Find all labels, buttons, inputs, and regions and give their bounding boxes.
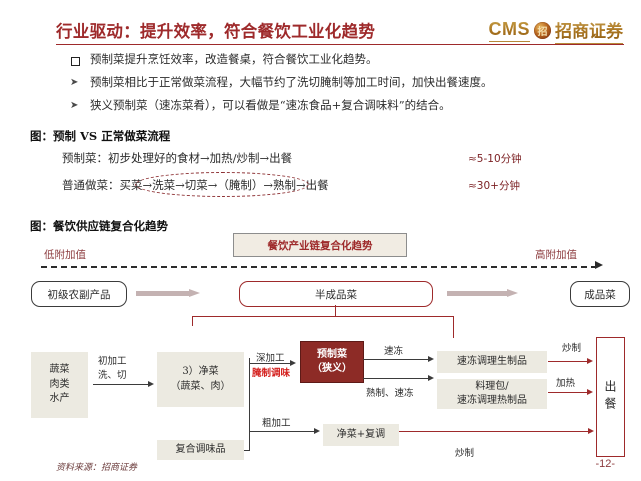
node-prepared-dish: 预制菜 （狭义） [300, 341, 364, 383]
node-frozen-raw-product: 速冻调理生制品 [437, 351, 547, 373]
edge-arrow-heat-shaft [548, 391, 587, 393]
node-clean-vegetables: 3）净菜 （蔬菜、肉） [157, 352, 244, 407]
figure2-caption: 图：餐饮供应链复合化趋势 [30, 219, 168, 233]
edge-arrow-heat-head-icon [587, 389, 593, 395]
chain-arrow-1-head-icon [189, 289, 200, 297]
axis-dashed-line [41, 266, 597, 268]
edge-label-cook-freeze: 熟制、速冻 [366, 388, 414, 399]
node-clean-line-1: 3）净菜 [182, 366, 219, 377]
node-clean-line-2: （蔬菜、肉） [170, 380, 231, 392]
edge-label-heat: 加热 [556, 378, 576, 389]
logo-cms-text: CMS [488, 19, 530, 42]
node-raw-line-2: 肉类 [49, 378, 70, 390]
edge-arrow-freeze-head-icon [428, 356, 434, 362]
edge-label-primary-2: 洗、切 [98, 370, 127, 381]
edge-arrow-deep-shaft [249, 362, 290, 364]
node-raw-line-1: 蔬菜 [49, 364, 70, 376]
node-raw-line-3: 水产 [49, 393, 70, 405]
edge-arrow-cookfreeze-head-icon [428, 375, 434, 381]
edge-arrow-stirfry1-shaft [548, 360, 587, 362]
logo-seal-icon: 招 [534, 22, 551, 39]
edge-arrow-stirfry2-head-icon [588, 428, 594, 434]
edge-arrow-stirfry2-shaft [399, 430, 588, 432]
figure1-highlight-ellipse [135, 172, 309, 197]
edge-arrow-rough-head-icon [314, 428, 320, 434]
figure1-row-2-time: ≈30+分钟 [468, 180, 520, 192]
page-title: 行业驱动：提升效率，符合餐饮工业化趋势 [56, 22, 376, 41]
node-prepared-line-1: 预制菜 [317, 349, 347, 360]
node-meal-kit: 料理包/ 速冻调理热制品 [437, 379, 547, 409]
bullet-text-1: 预制菜提升烹饪效率，改造餐桌，符合餐饮工业化趋势。 [90, 52, 378, 66]
seasoning-connector-shaft [244, 449, 250, 451]
chain-node-start: 初级农副产品 [31, 281, 127, 307]
node-prepared-line-2: （狭义） [312, 363, 352, 374]
trend-box: 餐饮产业链复合化趋势 [233, 233, 407, 257]
node-serve-label: 出餐 [603, 380, 617, 414]
figure1-row-1-label: 预制菜：初步处理好的食材→加热/炒制→出餐 [62, 151, 293, 165]
bullet-text-3: 狭义预制菜（速冻菜肴），可以看做是“速冻食品+复合调味料”的结合。 [90, 98, 451, 112]
node-clean-plus-combo: 净菜+复调 [323, 424, 399, 446]
chain-node-middle: 半成品菜 [239, 281, 433, 307]
edge-label-deep-process-red: 腌制调味 [252, 368, 291, 379]
page-number: -12- [595, 458, 615, 470]
edge-arrow-primary-shaft [93, 383, 148, 385]
edge-arrow-stirfry1-head-icon [587, 358, 593, 364]
edge-label-stirfry-1: 炒制 [562, 343, 582, 354]
chain-node-end: 成品菜 [570, 281, 630, 307]
edge-label-stirfry-2: 炒制 [455, 448, 475, 459]
edge-arrow-rough-shaft [249, 430, 314, 432]
node-meal-kit-line-2: 速冻调理热制品 [457, 395, 527, 406]
edge-arrow-primary-head-icon [148, 381, 154, 387]
chain-arrow-2-shaft [447, 291, 507, 296]
node-meal-kit-line-1: 料理包/ [475, 380, 509, 392]
node-serve: 出餐 [596, 337, 625, 457]
bullet-marker-arrow-1: ➤ [70, 77, 79, 88]
figure1-caption: 图：预制 VS 正常做菜流程 [30, 129, 171, 143]
node-compound-seasoning: 复合调味品 [157, 440, 244, 460]
edge-arrow-cookfreeze-shaft [363, 377, 428, 379]
figure1-row-1-time: ≈5-10分钟 [468, 153, 522, 165]
chain-arrow-1-shaft [136, 291, 189, 296]
axis-label-low: 低附加值 [44, 249, 86, 261]
edge-arrow-deep-head-icon [290, 360, 296, 366]
axis-label-high: 高附加值 [535, 249, 577, 261]
bullet-text-2: 预制菜相比于正常做菜流程，大幅节约了洗切腌制等加工时间，加快出餐速度。 [90, 75, 493, 89]
edge-label-deep-process: 深加工 [256, 353, 285, 364]
junction-vertical-line [249, 358, 250, 450]
company-logo: CMS 招 招商证券 [488, 17, 623, 44]
axis-arrowhead-icon [595, 261, 603, 269]
logo-chinese-text: 招商证券 [555, 17, 623, 44]
source-note: 资料来源：招商证券 [56, 463, 138, 473]
header-divider [56, 44, 624, 46]
edge-label-quick-freeze: 速冻 [384, 346, 404, 357]
edge-label-rough-process: 粗加工 [262, 418, 291, 429]
bullet-marker-square [71, 57, 80, 66]
bullet-marker-arrow-2: ➤ [70, 100, 79, 111]
edge-label-primary-1: 初加工 [98, 356, 127, 367]
chain-arrow-2-head-icon [507, 289, 518, 297]
edge-arrow-freeze-shaft [363, 358, 428, 360]
node-raw-materials: 蔬菜 肉类 水产 [31, 352, 88, 418]
